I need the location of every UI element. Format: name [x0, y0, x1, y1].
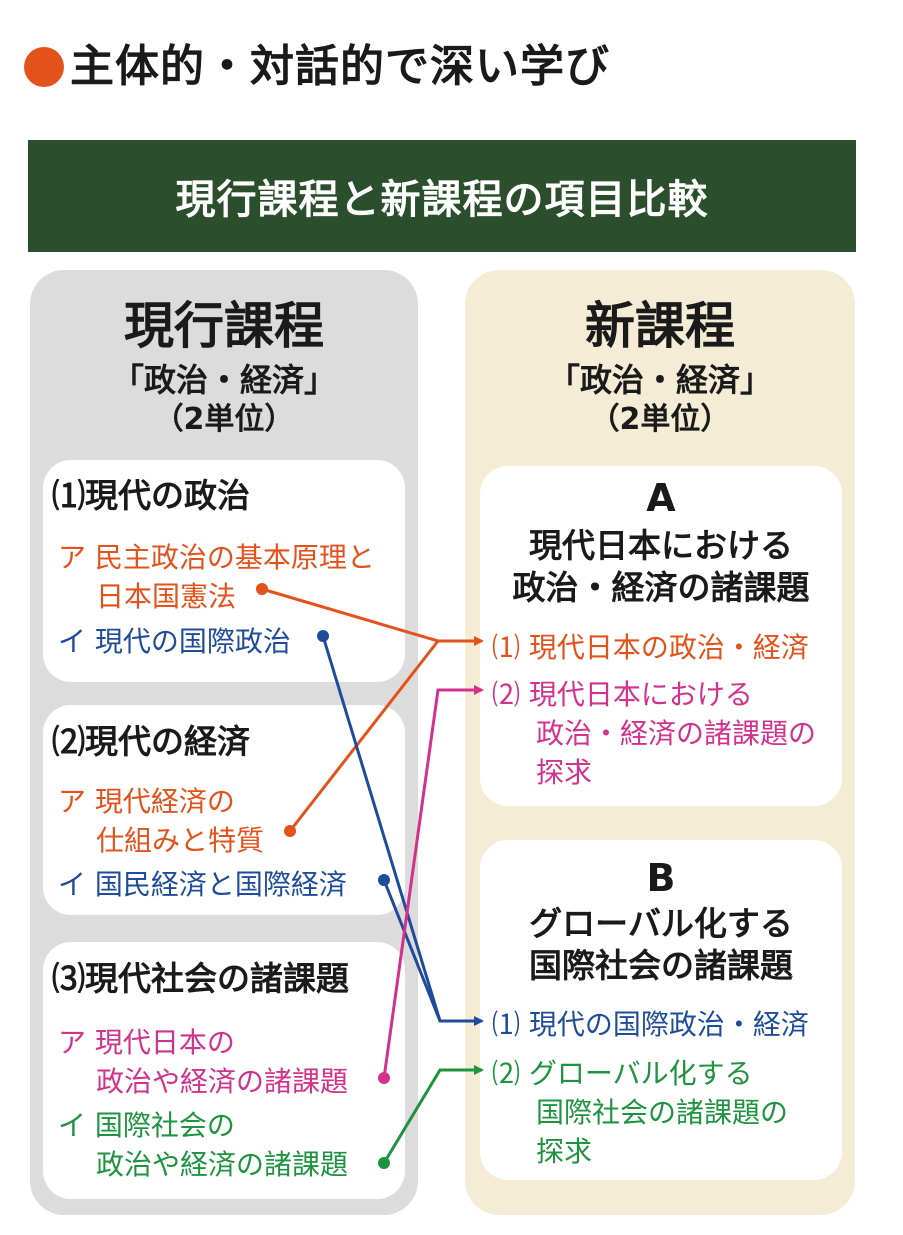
new-section-a-head: 現代日本における	[529, 526, 793, 565]
current-economy-item-a-cont: 仕組みと特質	[96, 824, 265, 857]
new-section-b-head-cont: 国際社会の諸課題	[529, 946, 793, 985]
new-section-a-head-cont: 政治・経済の諸課題	[512, 568, 810, 607]
new-a-item-2: ⑵ 現代日本における	[492, 678, 753, 711]
current-section-politics-head: ⑴現代の政治	[52, 476, 250, 515]
connector-orange-economy	[284, 640, 440, 837]
new-section-a	[480, 466, 842, 806]
banner-text: 現行課程と新課程の項目比較	[175, 177, 709, 223]
new-section-b-head: グローバル化する	[529, 904, 793, 943]
current-economy-item-a: ア 現代経済の	[58, 785, 235, 818]
current-politics-item-i: イ 現代の国際政治	[58, 625, 291, 658]
current-curriculum-subject: 「政治・経済」	[111, 361, 336, 399]
current-society-item-i: イ 国際社会の	[58, 1109, 235, 1142]
current-society-item-a: ア 現代日本の	[58, 1026, 235, 1059]
new-a-item-2-cont: 政治・経済の諸課題の	[536, 717, 817, 750]
new-b-item-2: ⑵ グローバル化する	[492, 1057, 753, 1090]
connector-pink-society	[378, 685, 484, 1084]
comparison-banner: 現行課程と新課程の項目比較	[28, 140, 856, 252]
current-section-economy-head: ⑵現代の経済	[52, 722, 250, 761]
current-curriculum-credits: （2単位）	[153, 402, 295, 437]
current-section-society-head: ⑶現代社会の諸課題	[52, 959, 349, 998]
current-society-item-i-cont: 政治や経済の諸課題	[96, 1148, 349, 1181]
current-economy-item-i: イ 国民経済と国際経済	[58, 868, 347, 901]
connector-blue-economy	[378, 874, 442, 1022]
current-politics-item-a-cont: 日本国憲法	[96, 580, 237, 613]
current-section-society	[43, 942, 405, 1199]
current-society-item-a-cont: 政治や経済の諸課題	[96, 1065, 349, 1098]
new-curriculum-title: 新課程	[585, 297, 735, 355]
new-section-b-letter: B	[646, 856, 676, 900]
new-b-item-2-cont: 国際社会の諸課題の	[536, 1096, 789, 1129]
connector-green-society	[378, 1065, 484, 1169]
current-section-economy	[43, 705, 405, 915]
new-section-a-letter: A	[646, 476, 676, 520]
current-politics-item-a: ア 民主政治の基本原理と	[58, 541, 375, 574]
current-section-politics	[43, 460, 405, 682]
new-a-item-2-cont2: 探求	[536, 756, 593, 789]
new-curriculum-credits: （2単位）	[589, 402, 731, 437]
new-curriculum-subject: 「政治・経済」	[547, 361, 772, 399]
connector-orange-politics	[256, 583, 484, 646]
heading-bullet-icon	[24, 47, 64, 87]
new-section-b	[480, 840, 842, 1180]
new-b-item-2-cont2: 探求	[536, 1135, 593, 1168]
new-a-item-1: ⑴ 現代日本の政治・経済	[492, 631, 809, 664]
page-title: 主体的・対話的で深い学び	[70, 41, 610, 92]
new-b-item-1: ⑴ 現代の国際政治・経済	[492, 1008, 809, 1041]
current-curriculum-title: 現行課程	[124, 297, 324, 355]
